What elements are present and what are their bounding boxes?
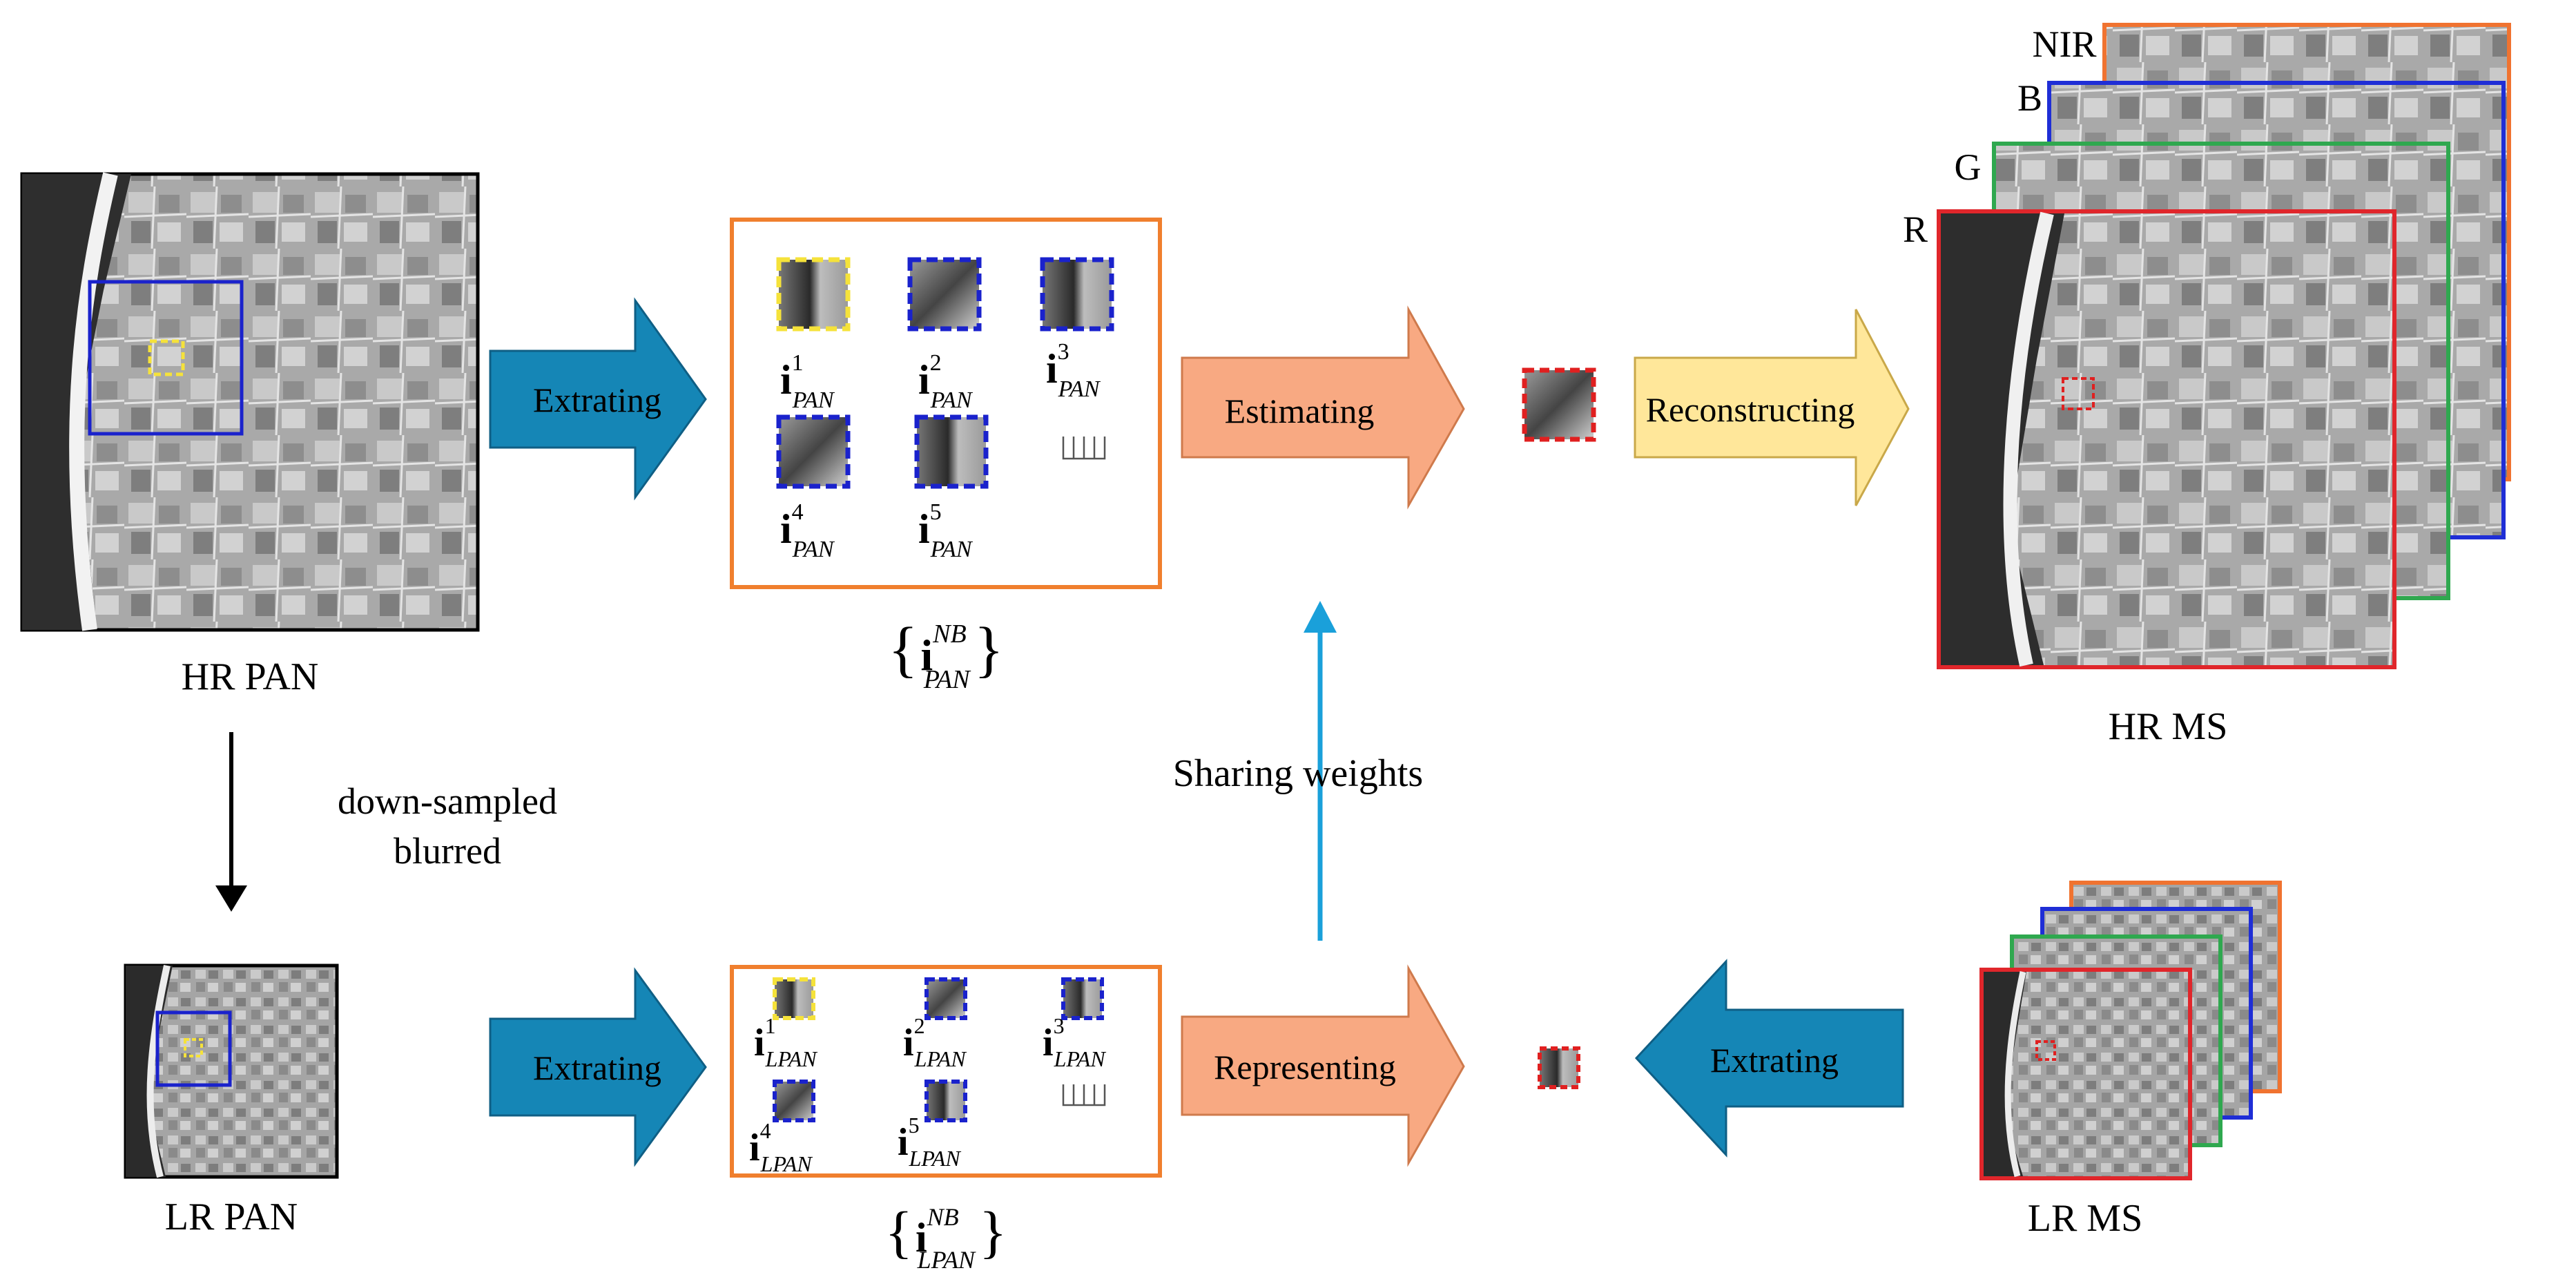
representing-arrow: Representing	[1181, 964, 1465, 1167]
svg-text:Extrating: Extrating	[1710, 1041, 1839, 1080]
lr-ms-label: LR MS	[2028, 1197, 2143, 1240]
hr-patch-5	[914, 414, 989, 489]
hr-patch-3	[1040, 257, 1114, 332]
blurred-label: blurred	[394, 830, 501, 872]
hr-patch-1	[776, 257, 851, 332]
band-r-label: R	[1903, 209, 1928, 250]
lr-patch-3	[1061, 977, 1104, 1020]
lr-patch-5	[924, 1080, 967, 1122]
extract-arrow-bottom: Extrating	[489, 967, 707, 1167]
hr-pan-image	[20, 172, 480, 632]
lr-ms-stack	[1979, 881, 2282, 1180]
svg-text:Representing: Representing	[1214, 1048, 1396, 1086]
represented-lr-patch	[1538, 1046, 1580, 1089]
extract-arrow-top: Extrating	[489, 297, 707, 501]
svg-text:Extrating: Extrating	[533, 1048, 661, 1087]
band-nir-label: NIR	[2033, 23, 2097, 65]
reconstructing-arrow: Reconstructing	[1634, 309, 1910, 506]
band-g-label: G	[1955, 146, 1982, 188]
hr-pan-region-box	[88, 280, 244, 436]
hr-pan-center-patch	[148, 339, 185, 376]
sharing-weights-label: Sharing weights	[1173, 752, 1423, 795]
more-patches-icon	[1062, 437, 1106, 460]
band-b-label: B	[2017, 77, 2042, 119]
extract-arrow-ms: Extrating	[1634, 959, 1904, 1158]
sharing-weights-arrow-head	[1304, 601, 1337, 633]
lr-pan-image	[124, 964, 339, 1179]
svg-text:Reconstructing: Reconstructing	[1646, 390, 1855, 429]
lr-patch-4	[773, 1080, 815, 1122]
more-lr-patches-icon	[1062, 1084, 1106, 1106]
hr-pan-label: HR PAN	[182, 655, 319, 698]
downsample-arrow-head	[215, 885, 247, 912]
lr-patch-2	[924, 977, 967, 1020]
hr-ms-band-r	[1937, 209, 2396, 669]
hr-ms-stack	[1937, 23, 2511, 669]
estimated-hr-patch	[1522, 367, 1596, 442]
hr-patch-2	[907, 257, 982, 332]
lr-patch-1	[773, 977, 815, 1020]
down-sampled-label: down-sampled	[338, 780, 557, 822]
estimating-arrow: Estimating	[1181, 305, 1465, 510]
svg-text:Extrating: Extrating	[533, 381, 661, 419]
svg-text:Estimating: Estimating	[1225, 392, 1375, 430]
hr-ms-label: HR MS	[2109, 705, 2228, 748]
hr-patch-4	[776, 414, 851, 489]
lr-pan-label: LR PAN	[165, 1196, 298, 1238]
